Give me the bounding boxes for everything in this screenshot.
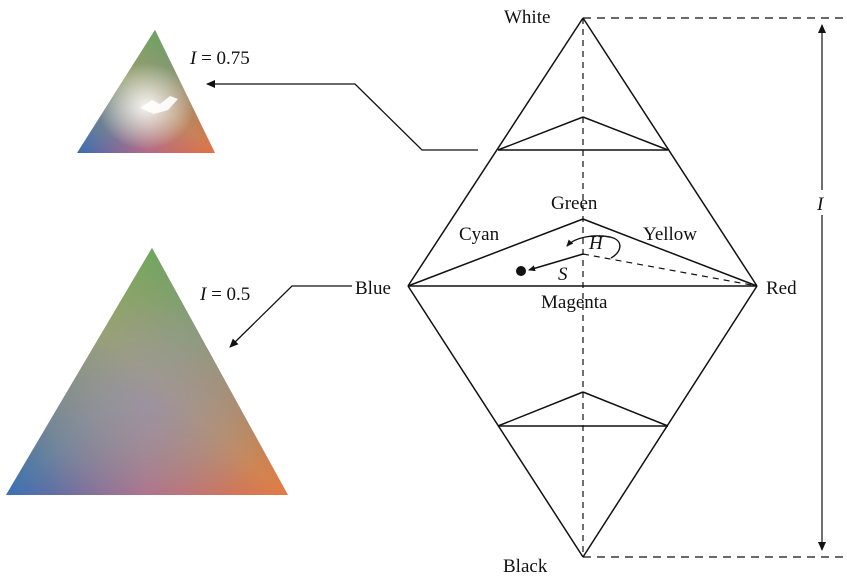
- edge-blue-green: [407, 218, 584, 287]
- inset-triangle-050: [6, 248, 288, 495]
- label-cyan: Cyan: [459, 224, 500, 245]
- edge-white-blue: [407, 17, 584, 287]
- hue-reference-line: [582, 253, 758, 287]
- label-yellow: Yellow: [643, 224, 697, 245]
- hue-angle-arc: [566, 235, 621, 259]
- inset-label-050: I = 0.5: [199, 284, 250, 305]
- label-magenta: Magenta: [541, 292, 608, 313]
- lower-section-left: [497, 391, 584, 427]
- label-blue: Blue: [355, 278, 391, 299]
- edge-green-red: [582, 218, 758, 287]
- label-white: White: [504, 7, 550, 28]
- inset-label-075: I = 0.75: [189, 48, 250, 69]
- label-red: Red: [766, 278, 797, 299]
- label-intensity-axis: I: [816, 194, 825, 215]
- pointer-arrow-075: [206, 80, 478, 151]
- label-hue: H: [588, 233, 604, 254]
- saturation-vector: [528, 253, 584, 272]
- inset-triangle-075: [77, 30, 215, 153]
- intensity-symbol-050: I: [199, 284, 208, 305]
- intensity-value-050: = 0.5: [206, 284, 250, 305]
- intensity-symbol-075: I: [189, 48, 198, 69]
- label-green: Green: [551, 193, 598, 214]
- label-black: Black: [503, 556, 548, 577]
- edge-white-red: [582, 17, 758, 287]
- intensity-dimension: [583, 17, 843, 558]
- upper-section-right: [582, 116, 669, 151]
- pointer-arrow-050: [229, 285, 352, 348]
- edge-black-red: [582, 285, 758, 558]
- label-saturation: S: [558, 264, 568, 285]
- intensity-value-075: = 0.75: [196, 48, 249, 69]
- upper-section-left: [497, 116, 584, 151]
- lower-section-right: [582, 391, 669, 427]
- hsi-bipyramid: [407, 17, 758, 558]
- color-point: [516, 266, 526, 276]
- edge-black-blue: [407, 285, 584, 558]
